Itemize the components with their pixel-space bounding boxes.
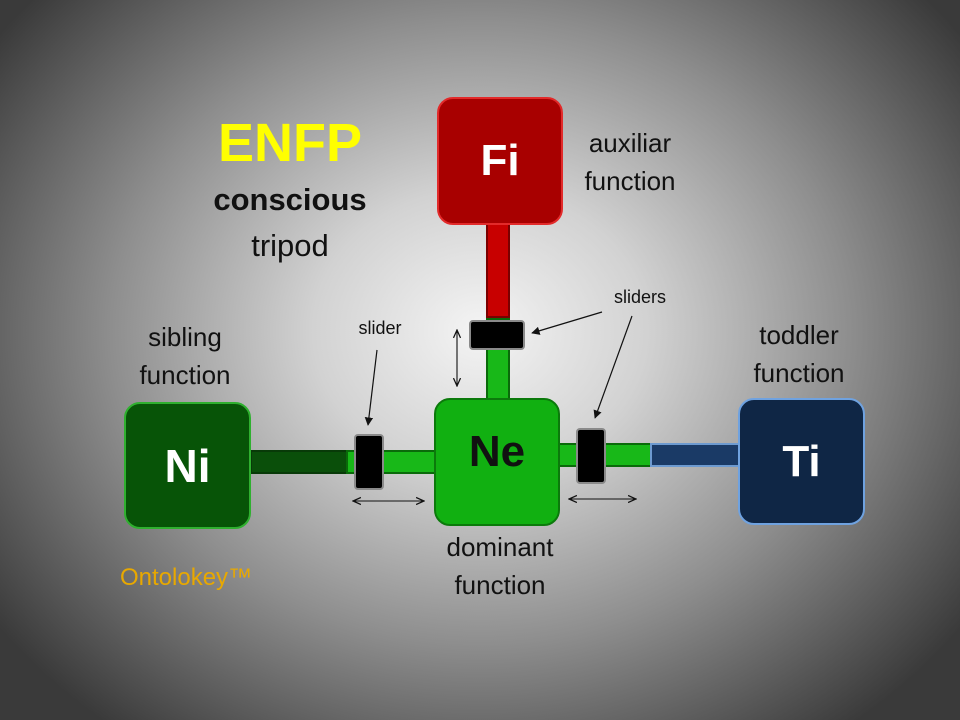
- sibling-function-label-line1: sibling: [148, 322, 222, 352]
- toddler-function-code: Ti: [782, 436, 821, 486]
- auxiliary-function-label-line2: function: [584, 166, 676, 196]
- brand-label: Ontolokey™: [120, 564, 253, 591]
- dominant-function-label-line1: dominant: [446, 532, 554, 562]
- dominant-function-box: Ne: [434, 398, 560, 526]
- slider-left[interactable]: [354, 434, 384, 490]
- sliders-label: sliders: [613, 287, 666, 307]
- ti-connector-navy: [650, 443, 742, 467]
- slider-pointer-arrow: [364, 349, 378, 426]
- sibling-function-box: Ni: [124, 402, 251, 529]
- sliders-pointer-arrow-top: [531, 311, 603, 335]
- auxiliary-function-label-line1: auxiliar: [588, 128, 672, 158]
- slider-vertical[interactable]: [469, 320, 525, 350]
- subtitle-conscious: conscious: [213, 182, 367, 217]
- toddler-function-label-line2: function: [753, 358, 845, 388]
- auxiliary-function-box: Fi: [437, 97, 563, 225]
- fi-connector-red: [486, 222, 510, 318]
- slider-right[interactable]: [576, 428, 606, 484]
- slider-label: slider: [358, 318, 402, 338]
- subtitle-tripod: tripod: [251, 228, 329, 263]
- toddler-function-label-line1: toddler: [759, 320, 839, 350]
- dominant-function-code: Ne: [468, 427, 526, 476]
- toddler-function-box: Ti: [738, 398, 865, 525]
- sibling-function-label-line2: function: [139, 360, 231, 390]
- dominant-function-label-line2: function: [454, 570, 546, 600]
- ni-connector-dark: [250, 450, 348, 474]
- diagram-title: ENFP: [217, 113, 363, 173]
- sliders-pointer-arrow-right: [593, 315, 633, 419]
- auxiliary-function-code: Fi: [480, 136, 520, 185]
- sibling-function-code: Ni: [164, 439, 211, 492]
